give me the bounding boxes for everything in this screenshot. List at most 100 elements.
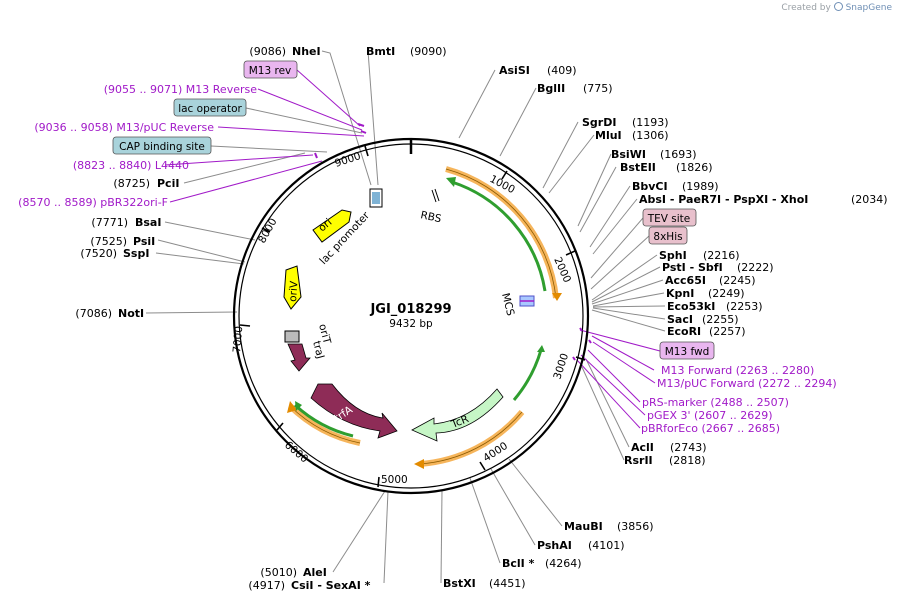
site-csii-name: CsiI - SexAI *: [291, 579, 371, 592]
tcr-feature: TcR: [411, 388, 504, 442]
box-cap-binding-site: CAP binding site: [119, 141, 205, 153]
box-m13-fwd: M13 fwd: [665, 346, 710, 358]
site-sgrdi-name: SgrDI: [582, 116, 616, 129]
site-kpni-name: KpnI: [666, 287, 694, 300]
site-pshai-pos: (4101): [588, 539, 625, 552]
rbs-feature: RBS: [419, 188, 443, 225]
site-bsteii-name: BstEII: [620, 161, 656, 174]
site-pshai-name: PshAI: [537, 539, 572, 552]
primer-leaders: [164, 69, 661, 429]
site-sphi-pos: (2216): [703, 249, 740, 262]
site-bsteii-pos: (1826): [676, 161, 713, 174]
site-mlui-pos: (1306): [632, 129, 669, 142]
boxed-labels: M13 rev lac operator CAP binding site TE…: [112, 60, 715, 360]
site-maubi-name: MauBI: [564, 520, 603, 533]
primer-pbr322ori-f: (8570 .. 8589) pBR322ori-F: [18, 196, 168, 209]
scale-ticks: [239, 145, 586, 488]
feature-mcs: MCS: [499, 292, 516, 318]
primer-m13-puc-reverse: (9036 .. 9058) M13/pUC Reverse: [34, 121, 214, 134]
site-bstxi-pos: (4451): [489, 577, 526, 590]
tick-3000: 3000: [551, 352, 571, 381]
plasmid-center: JGI_018299 9432 bp: [369, 302, 451, 330]
site-eco53ki-pos: (2253): [726, 300, 763, 313]
site-noti-pos: (7086): [75, 307, 112, 320]
primer-m13-reverse: (9055 .. 9071) M13 Reverse: [104, 83, 257, 96]
site-saci-pos: (2255): [702, 313, 739, 326]
primer-l4440: (8823 .. 8840) L4440: [73, 159, 189, 172]
site-nhei-pos: (9086): [249, 45, 286, 58]
site-asisi-name: AsiSI: [499, 64, 530, 77]
credit-brand: SnapGene: [845, 3, 892, 13]
primer-pgex-3: pGEX 3' (2607 .. 2629): [647, 409, 773, 422]
tick-5000: 5000: [381, 474, 408, 486]
site-bsai-name: BsaI: [135, 216, 161, 229]
site-maubi-pos: (3856): [617, 520, 654, 533]
box-8xhis: 8xHis: [653, 231, 682, 243]
site-sphi-name: SphI: [659, 249, 687, 262]
tick-6000: 6000: [282, 439, 310, 465]
site-labels: (9086) NheI BmtI (9090) AsiSI (409) BglI…: [75, 45, 887, 592]
tick-7000: 7000: [231, 326, 245, 354]
site-sspi-name: SspI: [123, 247, 149, 260]
site-saci-name: SacI: [667, 313, 693, 326]
tick-9000: 9000: [333, 150, 362, 170]
site-sgrdi-pos: (1193): [632, 116, 669, 129]
oriv-feature: oriV: [283, 265, 302, 310]
site-bsiwi-pos: (1693): [660, 148, 697, 161]
site-bbvci-name: BbvCI: [632, 180, 668, 193]
site-alei-name: AleI: [303, 566, 327, 579]
site-asisi-pos: (409): [547, 64, 577, 77]
site-ecori-pos: (2257): [709, 325, 746, 338]
site-noti-name: NotI: [118, 307, 144, 320]
primer-marks: [314, 123, 592, 361]
plasmid-size: 9432 bp: [389, 318, 433, 330]
backbone: [232, 137, 590, 495]
site-bmti-pos: (9090): [410, 45, 447, 58]
site-csii-pos: (4917): [248, 579, 285, 592]
site-kpni-pos: (2249): [708, 287, 745, 300]
site-eco53ki-name: Eco53kI: [667, 300, 715, 313]
site-psti-name: PstI - SbfI: [662, 261, 723, 274]
feature-orit: oriT: [316, 323, 333, 346]
primer-m13-puc-forward: M13/pUC Forward (2272 .. 2294): [657, 377, 837, 390]
box-lac-operator: lac operator: [178, 103, 242, 115]
site-rsrii-name: RsrII: [624, 454, 653, 467]
primer-prs-marker: pRS-marker (2488 .. 2507): [642, 396, 789, 409]
snapgene-logo-icon: [833, 2, 843, 11]
orit-traj-feature: oriT traJ: [284, 323, 333, 372]
orange-feature-arcs: [287, 166, 562, 469]
site-absi-name: AbsI - PaeR7I - PspXI - XhoI: [639, 193, 808, 206]
site-pcii-name: PciI: [157, 177, 179, 190]
site-pcii-pos: (8725): [113, 177, 150, 190]
site-bcli-pos: (4264): [545, 557, 582, 570]
site-acc65i-pos: (2245): [719, 274, 756, 287]
site-bglii-pos: (775): [583, 82, 613, 95]
site-bbvci-pos: (1989): [682, 180, 719, 193]
site-acc65i-name: Acc65I: [665, 274, 706, 287]
site-alei-pos: (5010): [260, 566, 297, 579]
primer-pbrforeco: pBRforEco (2667 .. 2685): [641, 422, 780, 435]
trfa-feature: trfA: [310, 383, 398, 439]
site-absi-pos: (2034): [851, 193, 888, 206]
site-bcli-name: BclI *: [502, 557, 535, 570]
site-bglii-name: BglII: [537, 82, 565, 95]
mcs-feature: MCS: [499, 292, 535, 318]
site-sspi-pos: (7520): [80, 247, 117, 260]
green-feature-arcs: [293, 177, 547, 438]
site-psti-pos: (2222): [737, 261, 774, 274]
ori-feature: ori: [312, 209, 352, 243]
box-m13-rev: M13 rev: [249, 65, 292, 77]
site-leaders: [145, 50, 666, 584]
site-nhei-name: NheI: [292, 45, 321, 58]
plasmid-name: JGI_018299: [369, 302, 451, 317]
site-bmti-name: BmtI: [366, 45, 395, 58]
site-psii-name: PsiI: [133, 235, 155, 248]
tick-8000: 8000: [256, 216, 279, 245]
feature-traj: traJ: [310, 340, 326, 360]
snapgene-credit: Created by SnapGene: [781, 2, 892, 13]
site-acli-pos: (2743): [670, 441, 707, 454]
site-ecori-name: EcoRI: [667, 325, 701, 338]
primer-labels: (9055 .. 9071) M13 Reverse (9036 .. 9058…: [18, 83, 837, 435]
site-psii-pos: (7525): [90, 235, 127, 248]
